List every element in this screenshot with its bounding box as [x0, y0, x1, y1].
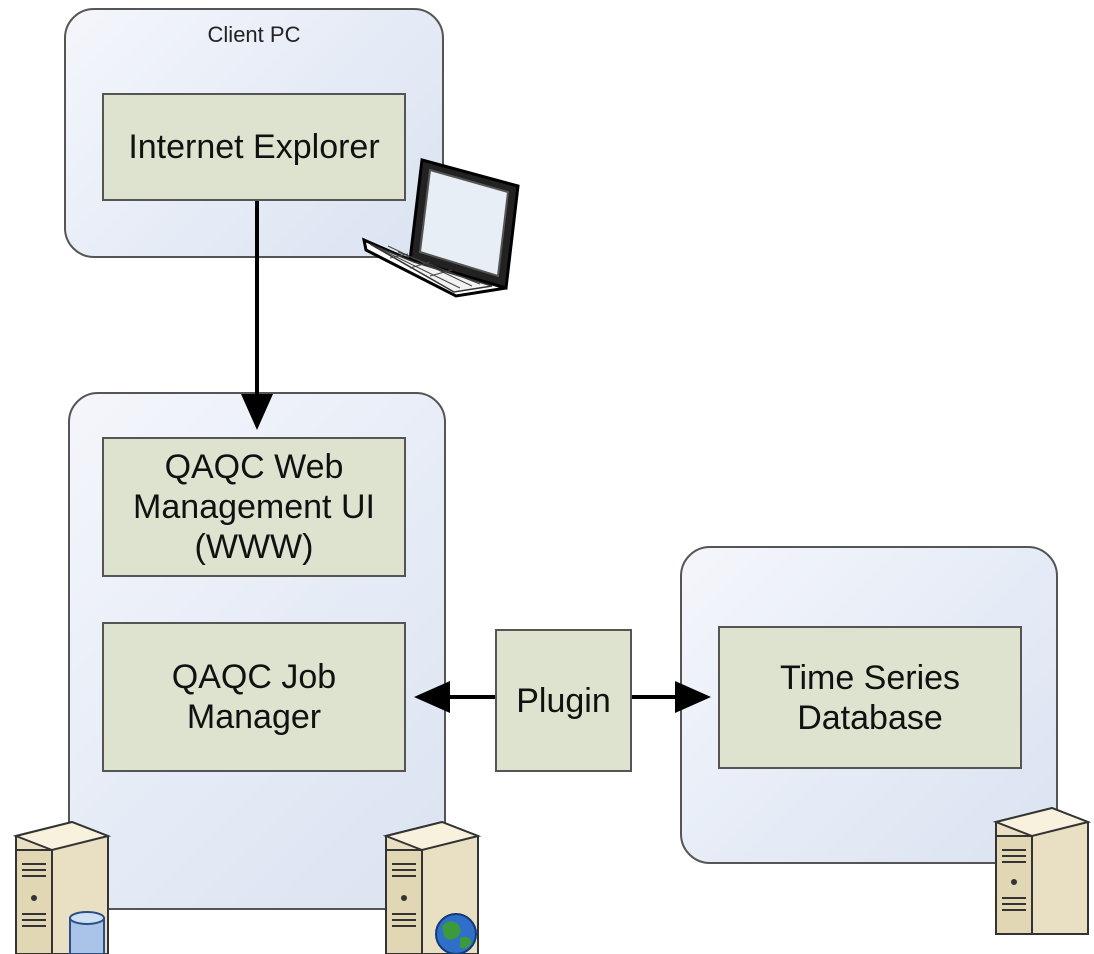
laptop-icon — [361, 158, 520, 298]
plugin-box: Plugin — [495, 629, 632, 772]
client-pc-label: Client PC — [207, 22, 301, 47]
job-manager-box: QAQC Job Manager — [102, 622, 406, 772]
internet-explorer-box: Internet Explorer — [102, 93, 406, 201]
web-server-icon — [382, 820, 482, 954]
web-management-ui-box: QAQC Web Management UI (WWW) — [102, 437, 406, 577]
server-icon — [992, 806, 1092, 935]
database-server-icon — [12, 820, 112, 954]
time-series-database-box: Time Series Database — [718, 626, 1022, 769]
